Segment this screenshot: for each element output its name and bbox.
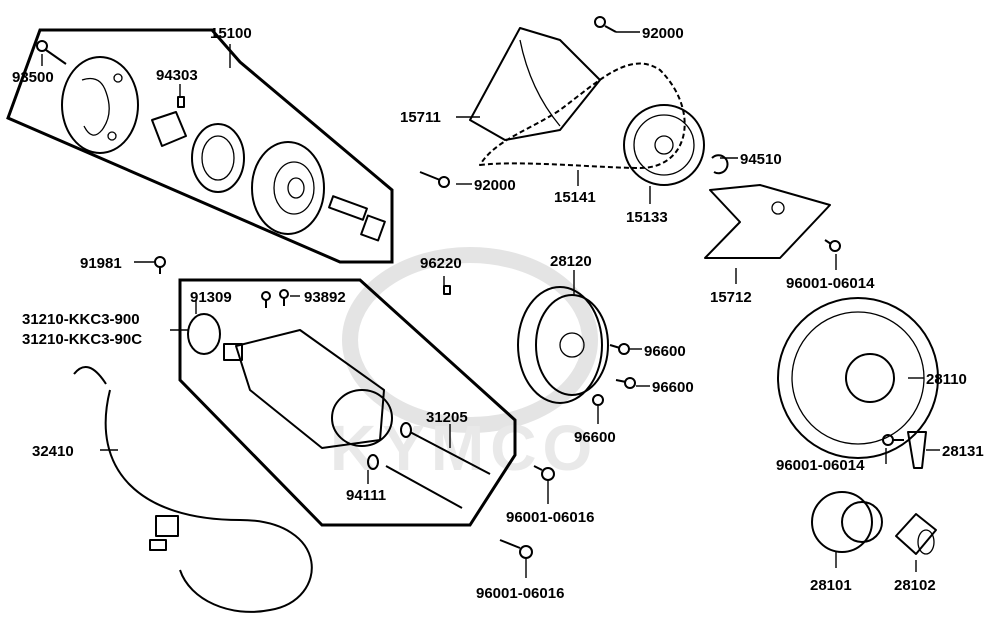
label-93892: 93892 [304, 289, 346, 306]
bolt-91981 [154, 256, 166, 274]
label-96001-06014-a: 96001-06014 [786, 275, 875, 292]
chain-guide-15712 [704, 184, 831, 259]
label-91309: 91309 [190, 289, 232, 306]
label-96001-06016-b: 96001-06016 [476, 585, 564, 602]
circlip-94510 [711, 154, 729, 175]
label-28120: 28120 [550, 253, 592, 270]
label-94111: 94111 [346, 487, 386, 504]
bushing-28102 [895, 513, 937, 555]
frame-15100 [6, 28, 394, 264]
part-labels: 15100 93500 94303 92000 15711 92000 1514… [12, 25, 984, 602]
label-92000-a: 92000 [642, 25, 684, 42]
watermark-text: KYMCO [330, 412, 598, 484]
pin-96220 [443, 285, 451, 295]
bolt-96001-06014b [882, 434, 904, 446]
label-15712: 15712 [710, 289, 752, 306]
label-92000-b: 92000 [474, 177, 516, 194]
cable-32410 [73, 365, 313, 613]
label-94510: 94510 [740, 151, 782, 168]
flywheel-28120 [517, 286, 609, 404]
label-96001-06014-b: 96001-06014 [776, 457, 865, 474]
label-28102: 28102 [894, 577, 936, 594]
label-96600-c: 96600 [574, 429, 616, 446]
label-15711: 15711 [400, 109, 441, 126]
cam-block [151, 111, 187, 147]
bolts-31205 [385, 431, 491, 509]
bolt-92000a [594, 16, 617, 33]
gear-28101 [811, 491, 883, 553]
label-96001-06016-a: 96001-06016 [506, 509, 594, 526]
label-15133: 15133 [626, 209, 668, 226]
cover-plate [61, 56, 139, 154]
label-96220: 96220 [420, 255, 462, 272]
one-way-clutch [251, 141, 325, 235]
label-31210-kkc3-90c: 31210-KKC3-90C [22, 331, 142, 348]
label-28131: 28131 [942, 443, 984, 460]
bolts-93892 [261, 289, 289, 308]
bolt-96001-06014a [824, 239, 841, 252]
bracket-28131 [907, 431, 927, 469]
bolt-92000b [419, 171, 450, 188]
key-94303 [177, 96, 185, 108]
label-32410: 32410 [32, 443, 74, 460]
kymco-watermark: KYMCO [330, 247, 598, 484]
o-ring-91309 [187, 313, 221, 355]
bolts-96600 [592, 343, 636, 406]
label-96600-a: 96600 [644, 343, 686, 360]
label-15100: 15100 [210, 25, 252, 42]
starter-motor [223, 329, 393, 449]
label-15141: 15141 [554, 189, 596, 206]
label-31210-kkc3-900: 31210-KKC3-900 [22, 311, 140, 328]
shaft-gear [328, 195, 386, 242]
label-31205: 31205 [426, 409, 468, 426]
label-93500: 93500 [12, 69, 54, 86]
sprocket-15133 [623, 104, 705, 186]
chain-15141 [479, 62, 686, 169]
label-91981: 91981 [80, 255, 122, 272]
bolt-96001-06016b [499, 539, 533, 559]
clutch-drum [191, 123, 245, 193]
label-94303: 94303 [156, 67, 198, 84]
label-28101: 28101 [810, 577, 852, 594]
leader-lines [41, 31, 940, 578]
washers-94111 [367, 422, 412, 470]
label-28110: 28110 [926, 371, 967, 388]
label-96600-b: 96600 [652, 379, 694, 396]
chain-cover-15711 [469, 27, 601, 141]
frame-starter-motor [178, 278, 517, 527]
bolt-93500 [36, 40, 67, 65]
